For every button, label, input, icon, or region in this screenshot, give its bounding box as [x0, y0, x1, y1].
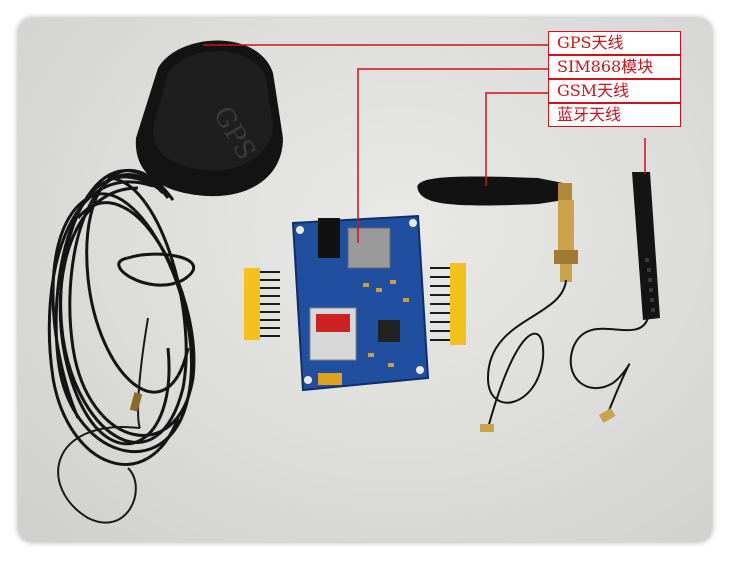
pin-header-right: [430, 263, 466, 345]
sim868-board: [291, 214, 430, 392]
gsm-antenna: [417, 176, 578, 282]
gps-antenna: GPS: [135, 40, 283, 197]
label-gps-antenna: GPS天线: [548, 31, 681, 55]
gps-cable-tail: [57, 317, 149, 524]
gps-cable-connector: [129, 392, 143, 412]
gsm-pigtail-cable: [486, 279, 567, 429]
callout-line-gsm: [485, 92, 548, 186]
photo-illustration: GPS: [47, 40, 660, 524]
bluetooth-antenna: [632, 172, 660, 320]
label-sim868-module: SIM868模块: [548, 55, 681, 79]
bluetooth-ufl-connector: [598, 408, 616, 423]
gps-cable-coil: [47, 168, 196, 466]
gsm-ufl-connector: [480, 424, 494, 432]
label-bluetooth-antenna: 蓝牙天线: [548, 103, 681, 127]
bluetooth-pigtail-cable: [569, 317, 649, 414]
callout-line-sim: [357, 68, 548, 243]
pin-header-left: [244, 268, 280, 340]
label-gsm-antenna: GSM天线: [548, 79, 681, 103]
callout-lines: [203, 44, 646, 243]
